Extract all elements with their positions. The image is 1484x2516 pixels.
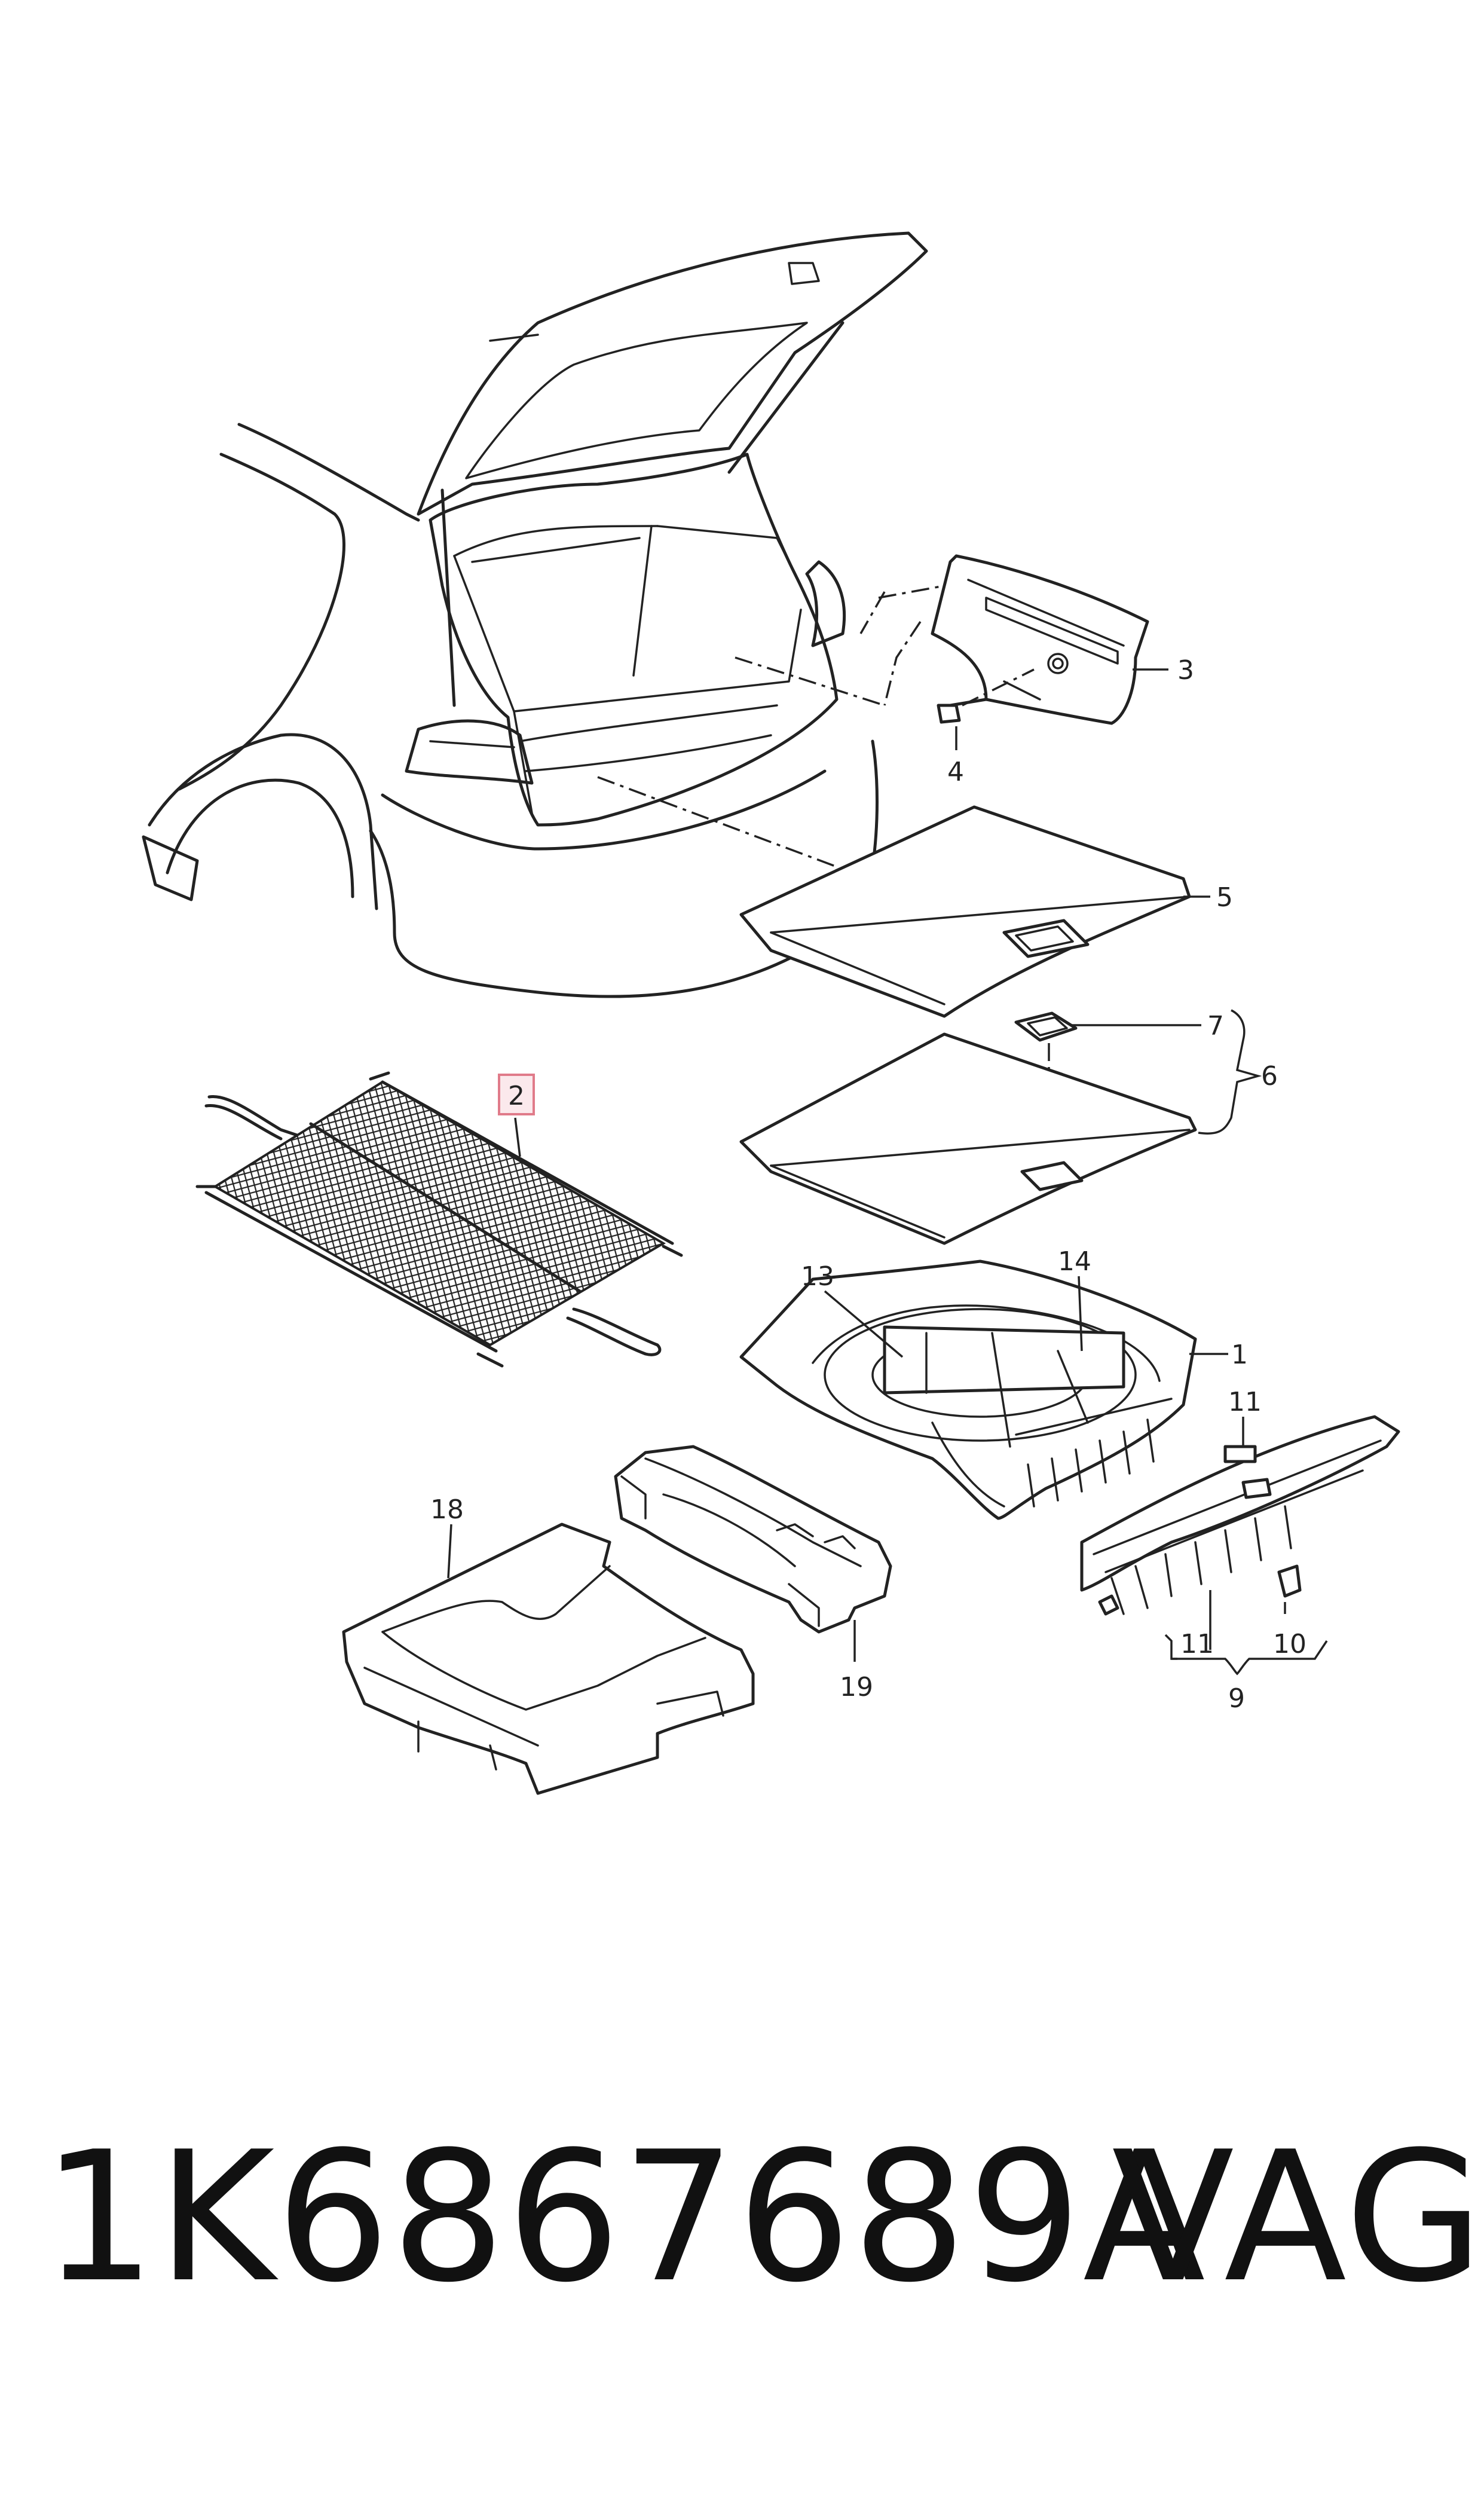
foam-insert-part xyxy=(614,1445,892,1634)
callout-2-highlight xyxy=(498,1074,535,1115)
callout-14: 14 xyxy=(1058,1246,1091,1277)
callout-1: 1 xyxy=(1231,1340,1248,1370)
callout-6: 6 xyxy=(1261,1061,1278,1092)
spare-wheel-insert-part xyxy=(739,1259,1197,1520)
callout-18: 18 xyxy=(430,1494,464,1525)
callout-5: 5 xyxy=(1216,882,1233,913)
loading-sill-trim-part xyxy=(1080,1415,1400,1616)
luggage-net-part xyxy=(195,1071,683,1368)
bolt-part xyxy=(937,668,1035,724)
car-rear-illustration xyxy=(142,231,945,998)
floor-panel-part xyxy=(739,1032,1197,1245)
brand-caption: VAG xyxy=(1112,2113,1484,2322)
callout-4: 4 xyxy=(947,757,964,787)
callout-13: 13 xyxy=(801,1261,834,1292)
callout-11-upper: 11 xyxy=(1228,1387,1262,1417)
callout-2: 2 xyxy=(508,1081,525,1111)
side-trim-panel-part xyxy=(931,554,1149,725)
callout-7: 7 xyxy=(1207,1011,1224,1041)
callout-11-lower: 11 xyxy=(1180,1629,1214,1659)
callout-3: 3 xyxy=(1177,655,1194,686)
foam-tray-part xyxy=(342,1523,755,1795)
callout-9: 9 xyxy=(1228,1683,1245,1714)
callout-10: 10 xyxy=(1273,1629,1306,1659)
floor-cover-part xyxy=(739,805,1191,1018)
part-number-caption: 1K6867689A xyxy=(42,2113,1207,2322)
callouts: 3 4 5 7 6 2 13 14 1 11 18 19 11 xyxy=(430,655,1328,1714)
callout-19: 19 xyxy=(840,1672,873,1702)
